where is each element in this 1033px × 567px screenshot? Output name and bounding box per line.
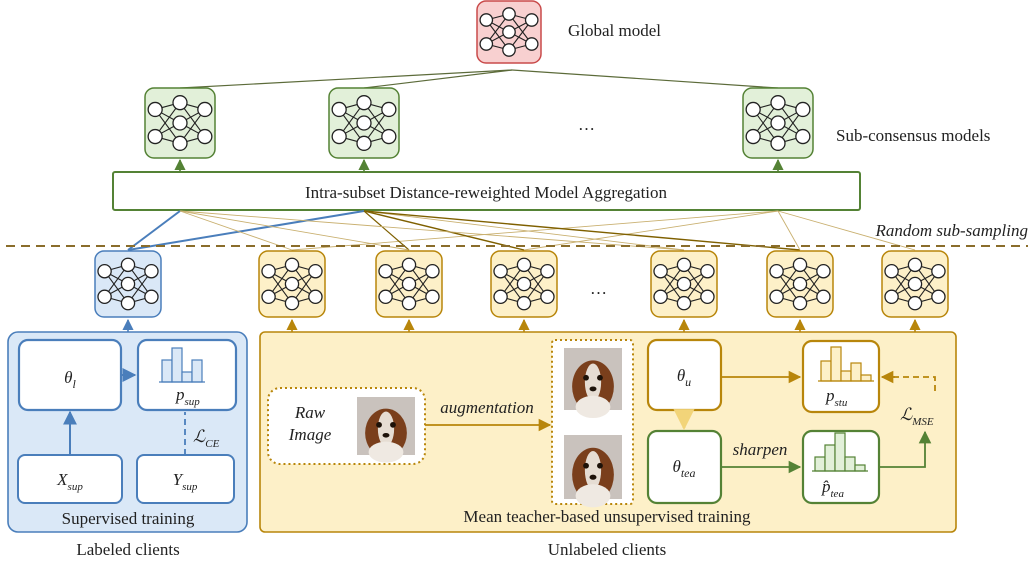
unlabeled-client-model-icon: [881, 250, 949, 318]
labeled-client-model-icon: [94, 250, 162, 318]
unlabeled-client-model-icon: [490, 250, 558, 318]
random-subsampling-label: Random sub-sampling: [874, 221, 1028, 240]
unlabeled-clients-label: Unlabeled clients: [548, 540, 667, 559]
aggregation-to-subconsensus-arrows: [174, 158, 784, 172]
augmentation-label: augmentation: [440, 398, 534, 417]
aggregation-to-global-lines: [179, 69, 779, 89]
client-to-aggregation-lines: [127, 210, 916, 251]
unlabeled-client-model-icon: [766, 250, 834, 318]
p-stu-histogram-icon: [818, 346, 874, 382]
y-sup-box: [136, 454, 235, 504]
x-sup-label: Xsup: [56, 470, 83, 493]
raw-image-label-1: Raw: [294, 403, 326, 422]
unlabeled-client-model-icon: [375, 250, 443, 318]
aggregation-label: Intra-subset Distance-reweighted Model A…: [305, 183, 668, 202]
ptea-to-loss-arrow: [879, 430, 932, 468]
y-sup-label: Ysup: [173, 470, 198, 493]
theta-tea-label: θtea: [672, 457, 695, 480]
raw-image-label-2: Image: [288, 425, 332, 444]
sub-consensus-label: Sub-consensus models: [836, 126, 990, 145]
unlabeled-client-model-icon: [650, 250, 718, 318]
raw-dog-image: [357, 397, 415, 463]
unsupervised-training-label: Mean teacher-based unsupervised training: [463, 507, 751, 526]
p-stu-label: pstu: [825, 386, 848, 409]
loss-to-pstu-dashed: [893, 376, 936, 395]
sub-consensus-model-icon: [328, 87, 400, 159]
p-sup-label: psup: [175, 385, 200, 408]
unlabeled-client-model-icon: [258, 250, 326, 318]
augmented-dog-image-2: [564, 435, 622, 508]
global-model-label: Global model: [568, 21, 661, 40]
p-tea-histogram-icon: [812, 432, 868, 472]
sharpen-label: sharpen: [733, 440, 788, 459]
loss-ce-label: ℒCE: [193, 427, 220, 450]
theta-l-label: θl: [64, 368, 76, 391]
p-sup-histogram-icon: [159, 347, 205, 383]
sub-consensus-model-icon: [144, 87, 216, 159]
aggregation-box: [112, 171, 861, 211]
x-sup-box: [17, 454, 123, 504]
global-model-icon: [476, 0, 542, 64]
supervised-training-label: Supervised training: [62, 509, 195, 528]
training-to-client-arrows: [122, 318, 921, 332]
sub-consensus-model-icon: [742, 87, 814, 159]
ellipsis-top: …: [578, 115, 595, 134]
augmented-dog-image-1: [564, 348, 622, 419]
theta-u-label: θu: [677, 366, 691, 389]
p-tea-label: p̂tea: [821, 477, 844, 500]
ellipsis-clients: …: [590, 279, 607, 298]
labeled-clients-label: Labeled clients: [76, 540, 179, 559]
loss-mse-label: ℒMSE: [900, 405, 934, 428]
